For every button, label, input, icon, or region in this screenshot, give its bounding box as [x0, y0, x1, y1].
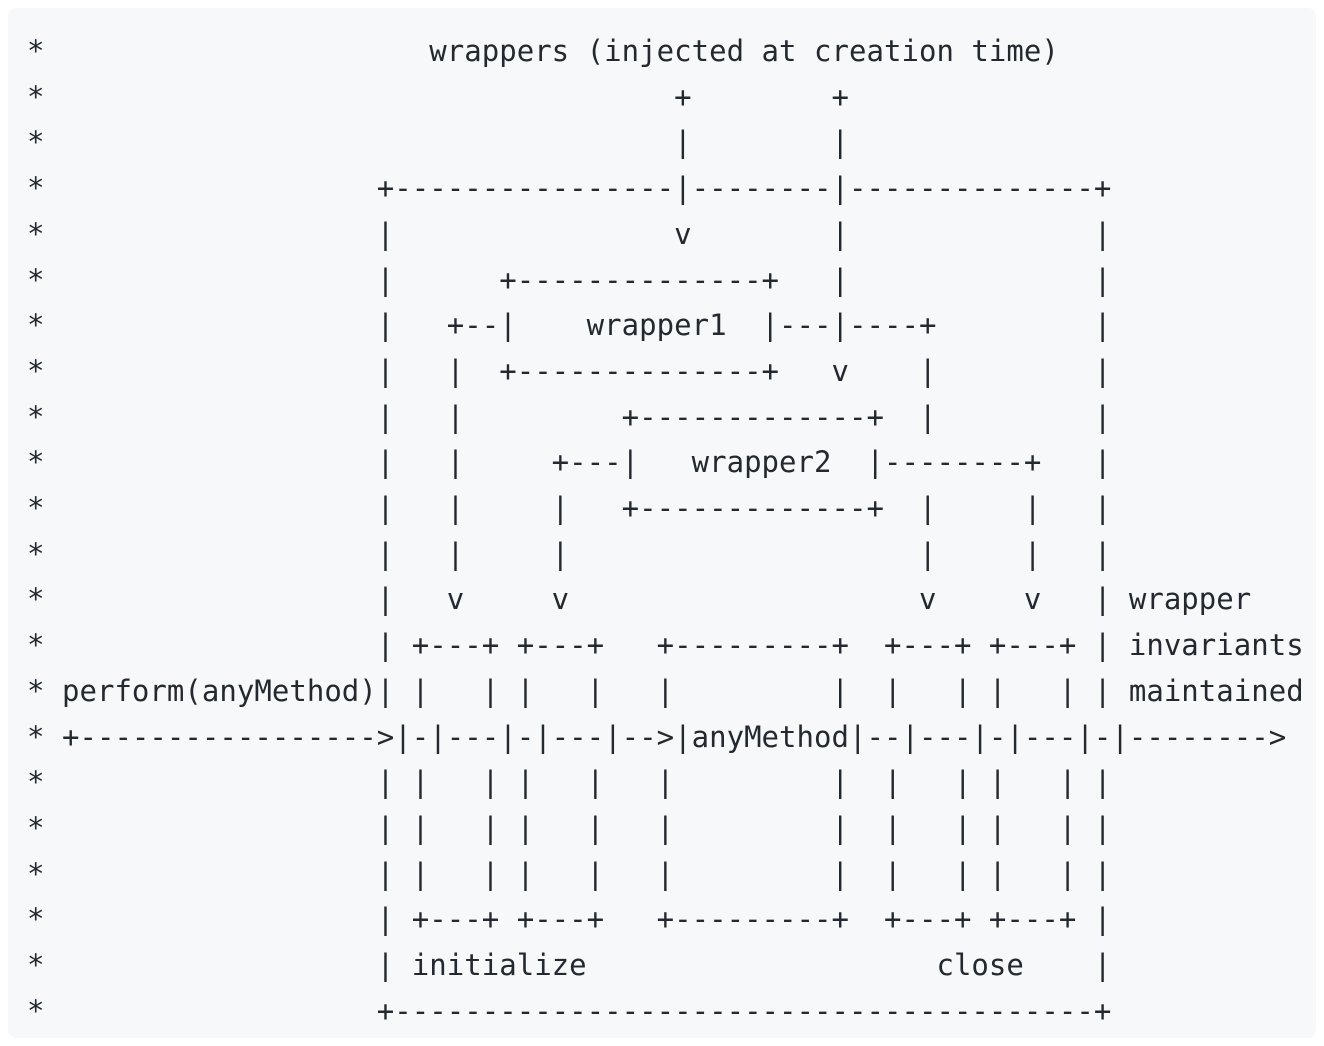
ascii-wrapper-flow-diagram: * wrappers (injected at creation time) *… — [27, 34, 1304, 1028]
code-block: * wrappers (injected at creation time) *… — [8, 8, 1316, 1038]
